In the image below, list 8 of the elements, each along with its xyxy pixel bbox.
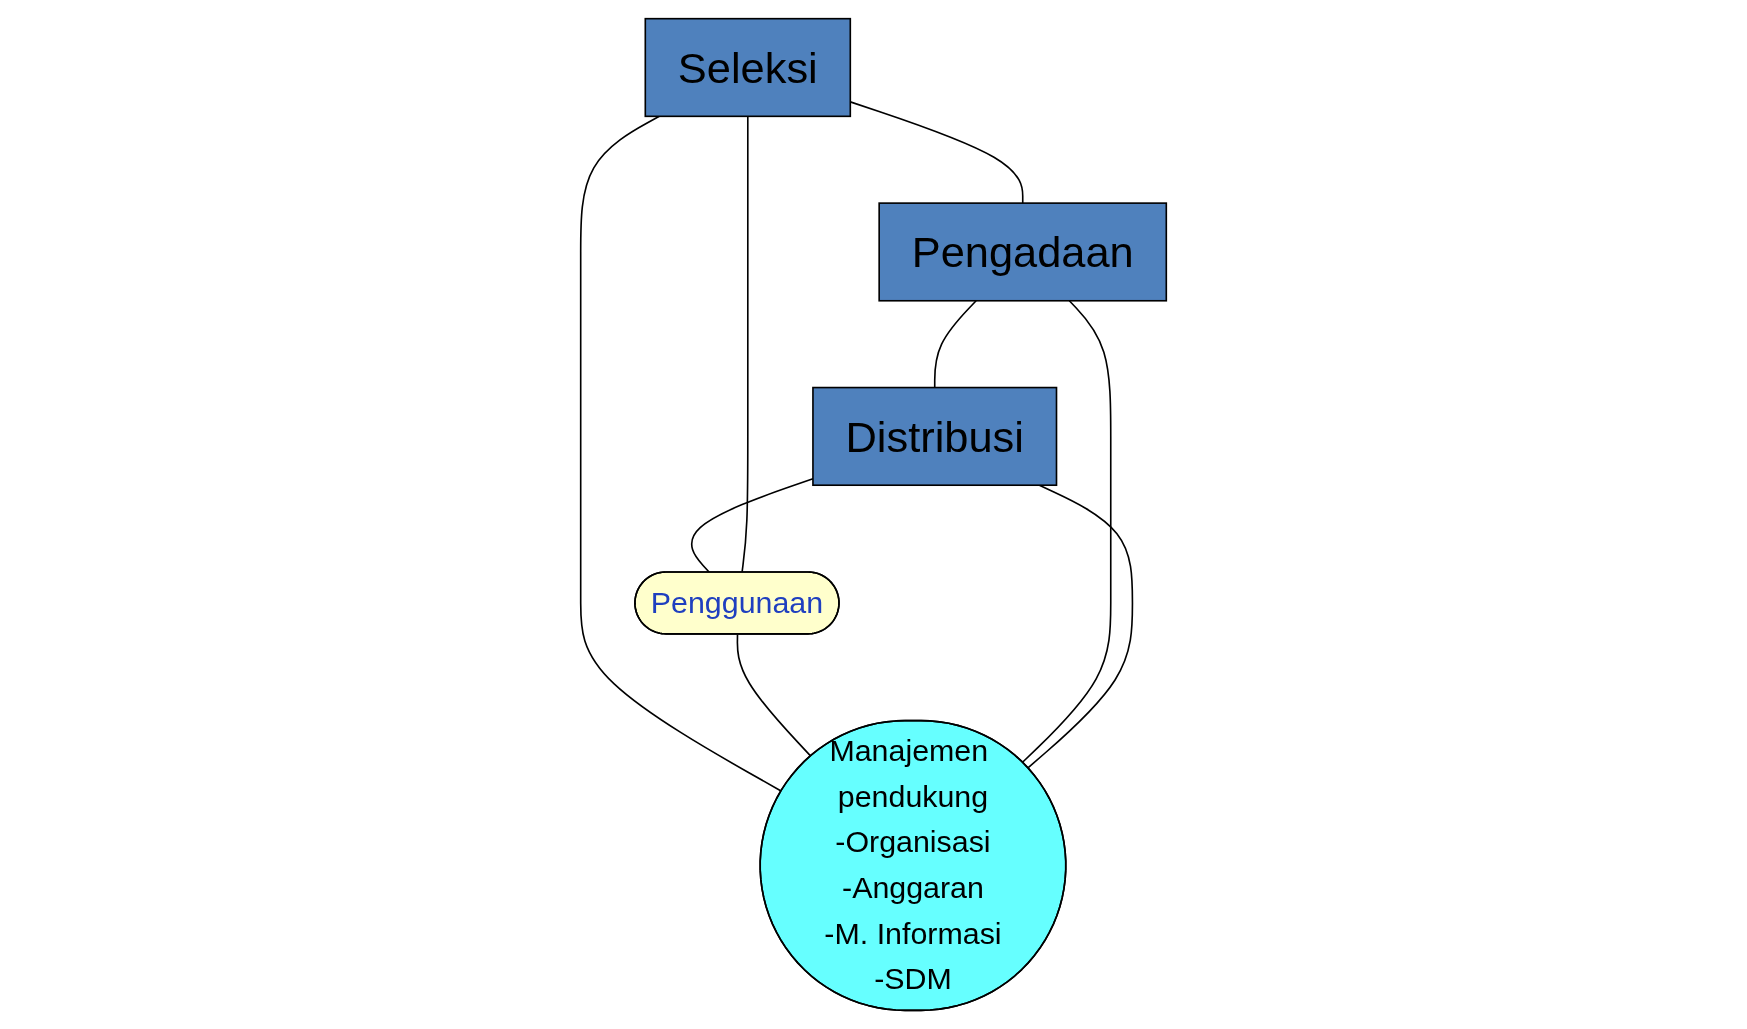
- node-box: Seleksi: [644, 17, 852, 118]
- node-box: Pengadaan: [878, 202, 1168, 302]
- connector: [933, 299, 977, 389]
- connector: [741, 115, 749, 574]
- connector: [1027, 484, 1134, 769]
- connector: [1021, 299, 1112, 764]
- connector: [736, 633, 812, 758]
- node-box: Distribusi: [812, 386, 1058, 487]
